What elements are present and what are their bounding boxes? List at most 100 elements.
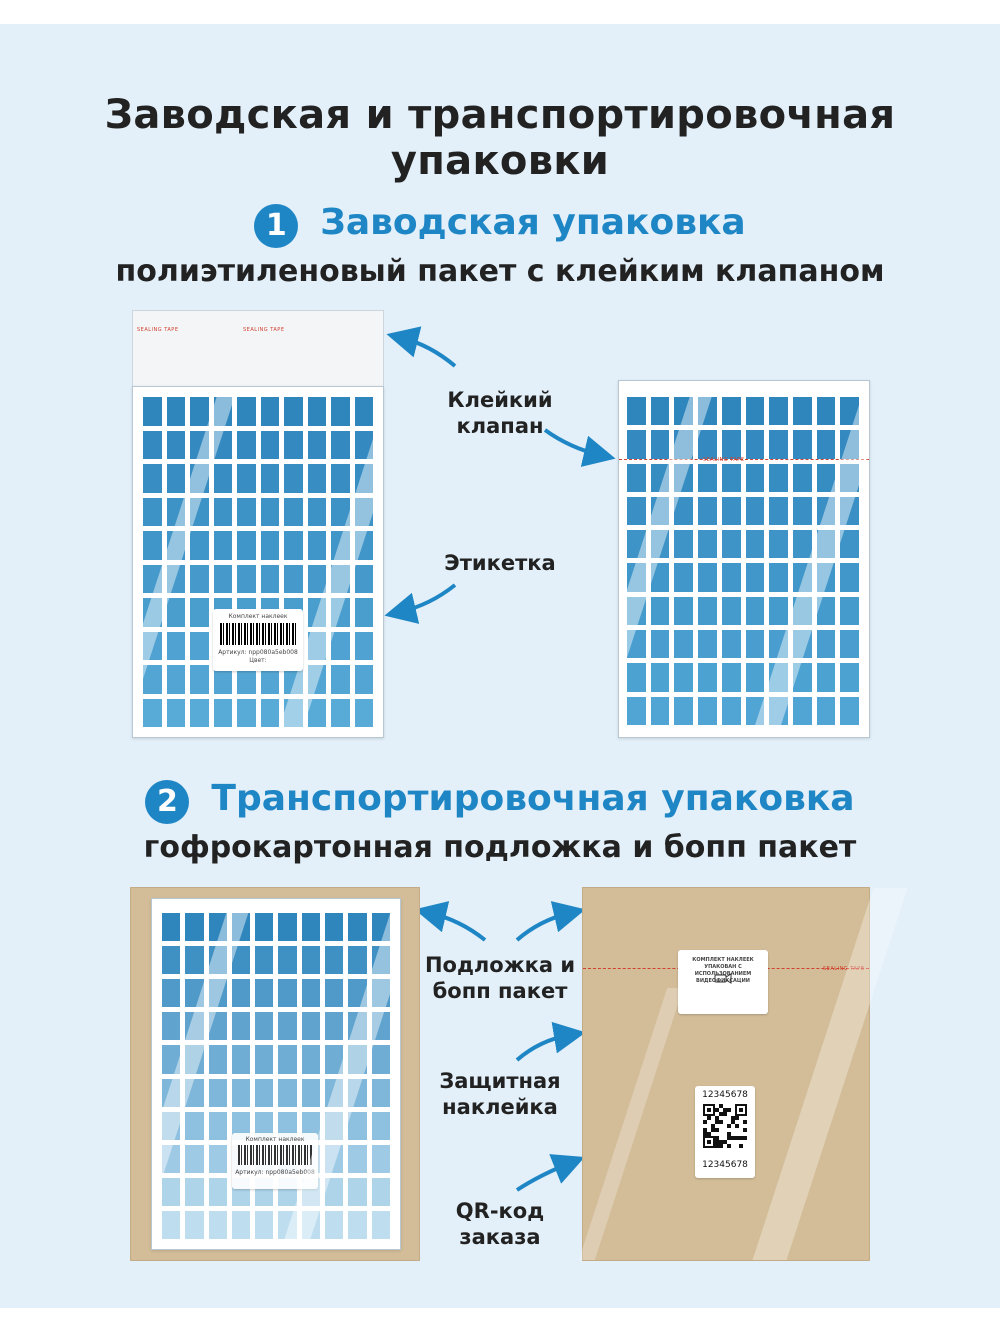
sticker-cell	[237, 665, 256, 694]
camera-icon	[714, 973, 732, 984]
arrow-to-flap-right-icon	[543, 428, 616, 467]
backing-label-line1: Подложка и	[424, 953, 576, 977]
sticker-cell	[721, 530, 741, 559]
sticker-cell	[325, 1012, 344, 1041]
sticker-cell	[190, 497, 209, 526]
sticker-cell	[698, 430, 717, 459]
sticker-cell	[190, 598, 209, 627]
sticker-cell	[185, 913, 204, 942]
sticker-cell	[143, 464, 162, 493]
sticker-sheet-bopp: Комплект наклеек Артикул: npp080a5eb008	[151, 898, 401, 1250]
sticker-cell	[278, 1210, 297, 1239]
sticker-cell	[255, 913, 274, 942]
sticker-cell	[721, 663, 741, 692]
sticker-cell	[301, 946, 321, 975]
sticker-cell	[325, 946, 344, 975]
sticker-cell	[745, 663, 765, 692]
product-label-title: Комплект наклеек	[245, 1136, 305, 1143]
sticker-cell	[307, 665, 326, 694]
sticker-cell	[840, 397, 859, 426]
sticker-cell	[255, 979, 274, 1008]
sticker-cell	[721, 563, 741, 592]
sticker-cell	[792, 663, 812, 692]
sticker-cell	[348, 1045, 367, 1074]
sticker-cell	[166, 397, 185, 426]
sticker-cell	[185, 1177, 204, 1206]
sticker-cell	[331, 430, 350, 459]
sticker-cell	[650, 430, 670, 459]
section2-subtitle: гофрокартонная подложка и бопп пакет	[143, 830, 857, 865]
sticker-cell	[162, 913, 181, 942]
sticker-cell	[331, 531, 350, 560]
sticker-cell	[674, 630, 694, 659]
sticker-cell	[143, 698, 162, 727]
sticker-cell	[650, 397, 670, 426]
sticker-cell	[185, 1045, 204, 1074]
qr-label: QR-код заказа	[420, 1198, 580, 1250]
sticker-cell	[284, 564, 303, 593]
sticker-cell	[307, 564, 326, 593]
sticker-cell	[208, 1210, 227, 1239]
sticker-cell	[143, 497, 162, 526]
product-label-title: Комплект наклеек	[228, 613, 288, 620]
sticker-cell	[354, 564, 373, 593]
sticker-cell	[371, 946, 390, 975]
sticker-cell	[816, 596, 836, 626]
sticker-cell	[278, 913, 297, 942]
sticker-cell	[650, 663, 670, 692]
sticker-grid	[143, 397, 373, 727]
sticker-cell	[307, 464, 326, 493]
sticker-cell	[166, 631, 185, 660]
sticker-cell	[354, 531, 373, 560]
sticker-cell	[650, 496, 670, 526]
sticker-cell	[331, 698, 350, 727]
sticker-cell	[627, 463, 646, 492]
sticker-cell	[627, 397, 646, 426]
sticker-cell	[208, 1045, 227, 1074]
sticker-cell	[792, 530, 812, 559]
seal-label-line1: Защитная	[439, 1069, 561, 1093]
sticker-cell	[166, 698, 185, 727]
sticker-grid	[162, 913, 390, 1239]
sticker-cell	[185, 1012, 204, 1041]
sticker-cell	[354, 430, 373, 459]
order-qr-sticker: 12345678 12345678	[695, 1086, 755, 1178]
sticker-cell	[325, 913, 344, 942]
flap-tape-text-2: SEALING TAPE	[243, 327, 285, 333]
sticker-cell	[674, 696, 694, 725]
sticker-cell	[745, 463, 765, 492]
sticker-cell	[721, 630, 741, 659]
sealed-flap-line	[619, 459, 869, 463]
sticker-cell	[674, 530, 694, 559]
sticker-cell	[237, 497, 256, 526]
sticker-cell	[143, 665, 162, 694]
sticker-cell	[840, 596, 859, 626]
sticker-cell	[721, 430, 741, 459]
cardboard-backing-back: SEALING TAPE КОМПЛЕКТ НАКЛЕЕК УПАКОВАН С…	[578, 887, 908, 1261]
sticker-cell	[698, 397, 717, 426]
sticker-cell	[284, 698, 303, 727]
sticker-cell	[166, 464, 185, 493]
sticker-cell	[371, 1078, 390, 1107]
sticker-cell	[162, 1210, 181, 1239]
sticker-cell	[278, 1012, 297, 1041]
product-label-article: Артикул: npp080a5eb008	[218, 649, 298, 656]
sticker-cell	[190, 464, 209, 493]
sticker-cell	[260, 497, 279, 526]
sticker-cell	[325, 1210, 344, 1239]
sticker-cell	[721, 696, 741, 725]
sticker-cell	[284, 665, 303, 694]
sticker-cell	[348, 1078, 367, 1107]
sticker-cell	[325, 979, 344, 1008]
sticker-cell	[255, 1210, 274, 1239]
sticker-cell	[162, 1111, 181, 1140]
sticker-cell	[840, 563, 859, 592]
sticker-cell	[162, 1012, 181, 1041]
sticker-cell	[208, 1012, 227, 1041]
sticker-cell	[307, 430, 326, 459]
sticker-cell	[307, 698, 326, 727]
sticker-cell	[190, 430, 209, 459]
section1-number-badge: 1	[254, 203, 299, 248]
